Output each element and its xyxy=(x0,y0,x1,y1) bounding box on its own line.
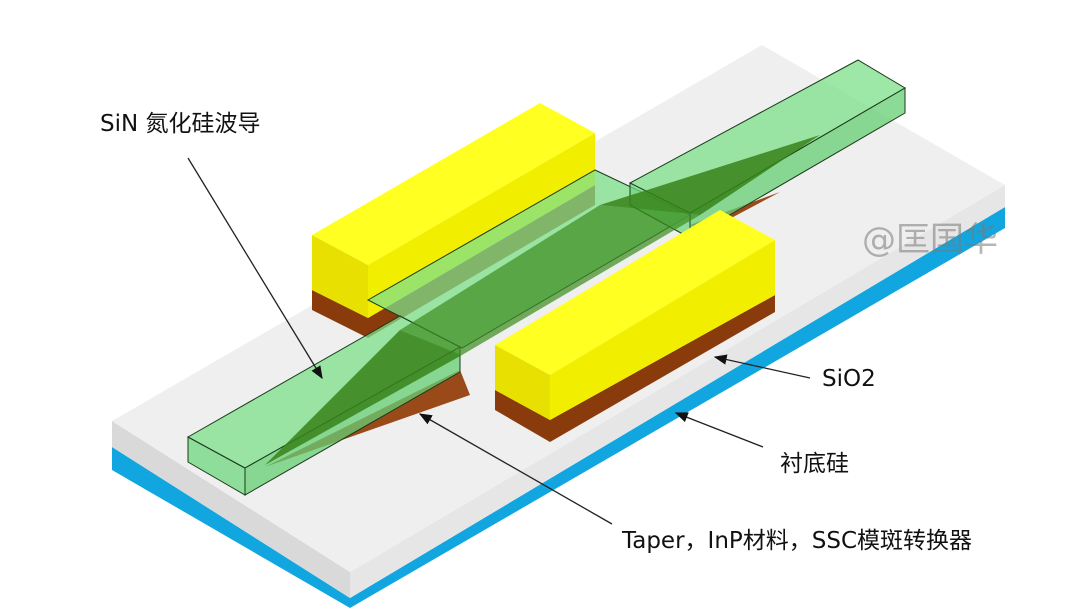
sio2-right-side xyxy=(350,185,1005,598)
inp-taper-left xyxy=(265,330,462,465)
electrode-left-front xyxy=(312,235,368,318)
label-taper: Taper，InP材料，SSC模斑转换器 xyxy=(622,528,973,554)
leader-substrate xyxy=(674,412,764,448)
inp-taper-right xyxy=(600,135,820,215)
inp-base-left xyxy=(312,185,595,338)
electrode-right-top xyxy=(495,210,775,375)
leader-sin xyxy=(187,157,323,380)
sio2-left-side xyxy=(112,421,350,598)
inp-taper-center xyxy=(400,205,700,355)
label-sin-waveguide: SiN 氮化硅波导 xyxy=(100,111,261,137)
leader-sio2 xyxy=(713,354,811,379)
electrode-left-top xyxy=(312,103,595,265)
electrode-right-side xyxy=(550,240,775,420)
label-sio2: SiO2 xyxy=(822,366,876,392)
electrode-right-front xyxy=(495,345,550,420)
leader-taper xyxy=(418,413,613,525)
watermark: @匡国华 xyxy=(862,220,998,260)
label-substrate: 衬底硅 xyxy=(780,451,849,477)
